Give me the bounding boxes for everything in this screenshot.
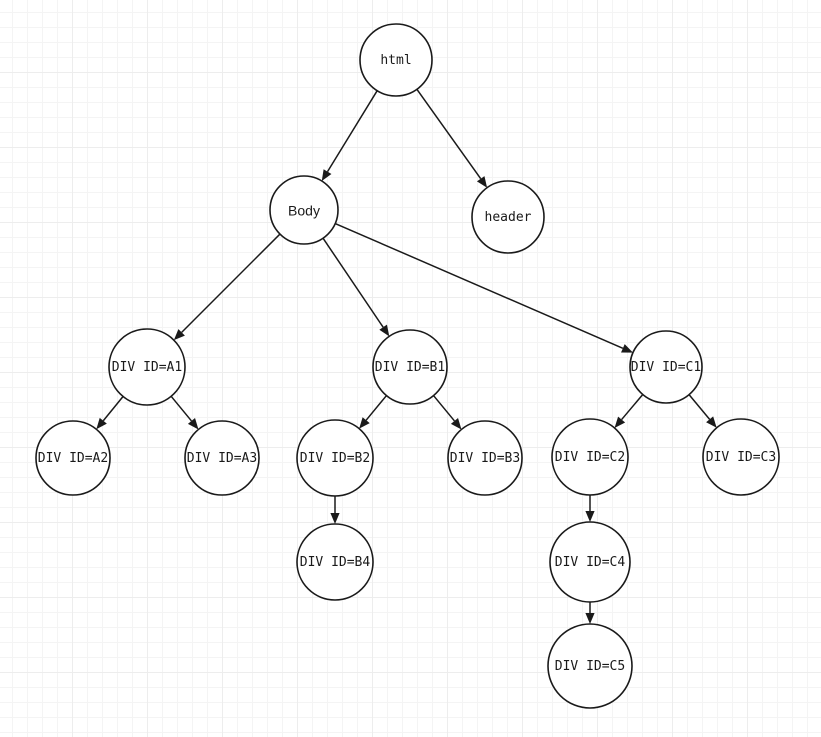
edge-c1-c3 <box>688 394 717 428</box>
arrow-icon <box>379 324 390 337</box>
edge-b1-b2 <box>359 395 388 429</box>
node-label-a2: DIV ID=A2 <box>38 451 108 466</box>
node-circle-a1[interactable] <box>108 328 186 406</box>
node-circle-b1[interactable] <box>372 329 448 405</box>
node-label-c1: DIV ID=C1 <box>631 360 701 375</box>
node-c5[interactable]: DIV ID=C5 <box>547 623 633 709</box>
arrow-icon <box>585 511 595 522</box>
node-label-c3: DIV ID=C3 <box>706 450 776 465</box>
arrow-icon <box>321 169 332 182</box>
edge-body-c1 <box>334 222 633 353</box>
arrow-icon <box>187 418 199 430</box>
arrow-icon <box>450 418 462 430</box>
edge-a1-a2 <box>96 396 124 430</box>
edge-body-a1 <box>173 233 281 341</box>
arrow-icon <box>359 417 370 429</box>
node-b4[interactable]: DIV ID=B4 <box>296 523 374 601</box>
node-b1[interactable]: DIV ID=B1 <box>372 329 448 405</box>
node-label-header: header <box>485 210 532 225</box>
node-circle-c5[interactable] <box>547 623 633 709</box>
node-label-c5: DIV ID=C5 <box>555 659 625 674</box>
edge-c2-c4 <box>585 495 595 522</box>
node-circle-c1[interactable] <box>629 330 703 404</box>
node-circle-b2[interactable] <box>296 419 374 497</box>
node-body[interactable]: Body <box>269 175 339 245</box>
node-circle-b4[interactable] <box>296 523 374 601</box>
edge-html-header <box>416 88 488 188</box>
edge-c4-c5 <box>585 602 595 624</box>
node-html[interactable]: html <box>359 23 433 97</box>
node-label-b3: DIV ID=B3 <box>450 451 520 466</box>
node-a1[interactable]: DIV ID=A1 <box>108 328 186 406</box>
arrow-icon <box>585 613 595 624</box>
edge-a1-a3 <box>170 395 199 430</box>
node-label-b4: DIV ID=B4 <box>300 555 371 570</box>
edge-layer <box>96 88 717 624</box>
arrow-icon <box>476 176 488 188</box>
node-circle-html[interactable] <box>359 23 433 97</box>
edge-c1-c2 <box>614 394 644 428</box>
edge-b1-b3 <box>432 395 462 430</box>
node-circle-a3[interactable] <box>184 420 260 496</box>
node-a2[interactable]: DIV ID=A2 <box>35 420 111 496</box>
node-circle-a2[interactable] <box>35 420 111 496</box>
node-circle-c4[interactable] <box>549 521 631 603</box>
node-label-a1: DIV ID=A1 <box>112 360 182 375</box>
node-label-b2: DIV ID=B2 <box>300 451 370 466</box>
node-header[interactable]: header <box>471 180 545 254</box>
arrow-icon <box>173 329 185 341</box>
node-label-c2: DIV ID=C2 <box>555 450 625 465</box>
node-circle-c2[interactable] <box>551 418 629 496</box>
arrow-icon <box>330 513 340 524</box>
edge-html-body <box>321 90 378 182</box>
node-c3[interactable]: DIV ID=C3 <box>702 418 780 496</box>
node-b3[interactable]: DIV ID=B3 <box>447 420 523 496</box>
node-label-b1: DIV ID=B1 <box>375 360 445 375</box>
edge-b2-b4 <box>330 496 340 524</box>
node-circle-c3[interactable] <box>702 418 780 496</box>
node-label-html: html <box>380 53 411 68</box>
arrow-icon <box>706 416 717 428</box>
node-label-body: Body <box>288 203 320 219</box>
arrow-icon <box>614 416 626 428</box>
node-label-a3: DIV ID=A3 <box>187 451 257 466</box>
node-c4[interactable]: DIV ID=C4 <box>549 521 631 603</box>
node-label-c4: DIV ID=C4 <box>555 555 626 570</box>
arrow-icon <box>621 344 633 353</box>
node-circle-body[interactable] <box>269 175 339 245</box>
node-c1[interactable]: DIV ID=C1 <box>629 330 703 404</box>
node-c2[interactable]: DIV ID=C2 <box>551 418 629 496</box>
node-circle-b3[interactable] <box>447 420 523 496</box>
node-b2[interactable]: DIV ID=B2 <box>296 419 374 497</box>
edge-body-b1 <box>322 237 390 337</box>
node-a3[interactable]: DIV ID=A3 <box>184 420 260 496</box>
node-circle-header[interactable] <box>471 180 545 254</box>
arrow-icon <box>96 417 107 430</box>
